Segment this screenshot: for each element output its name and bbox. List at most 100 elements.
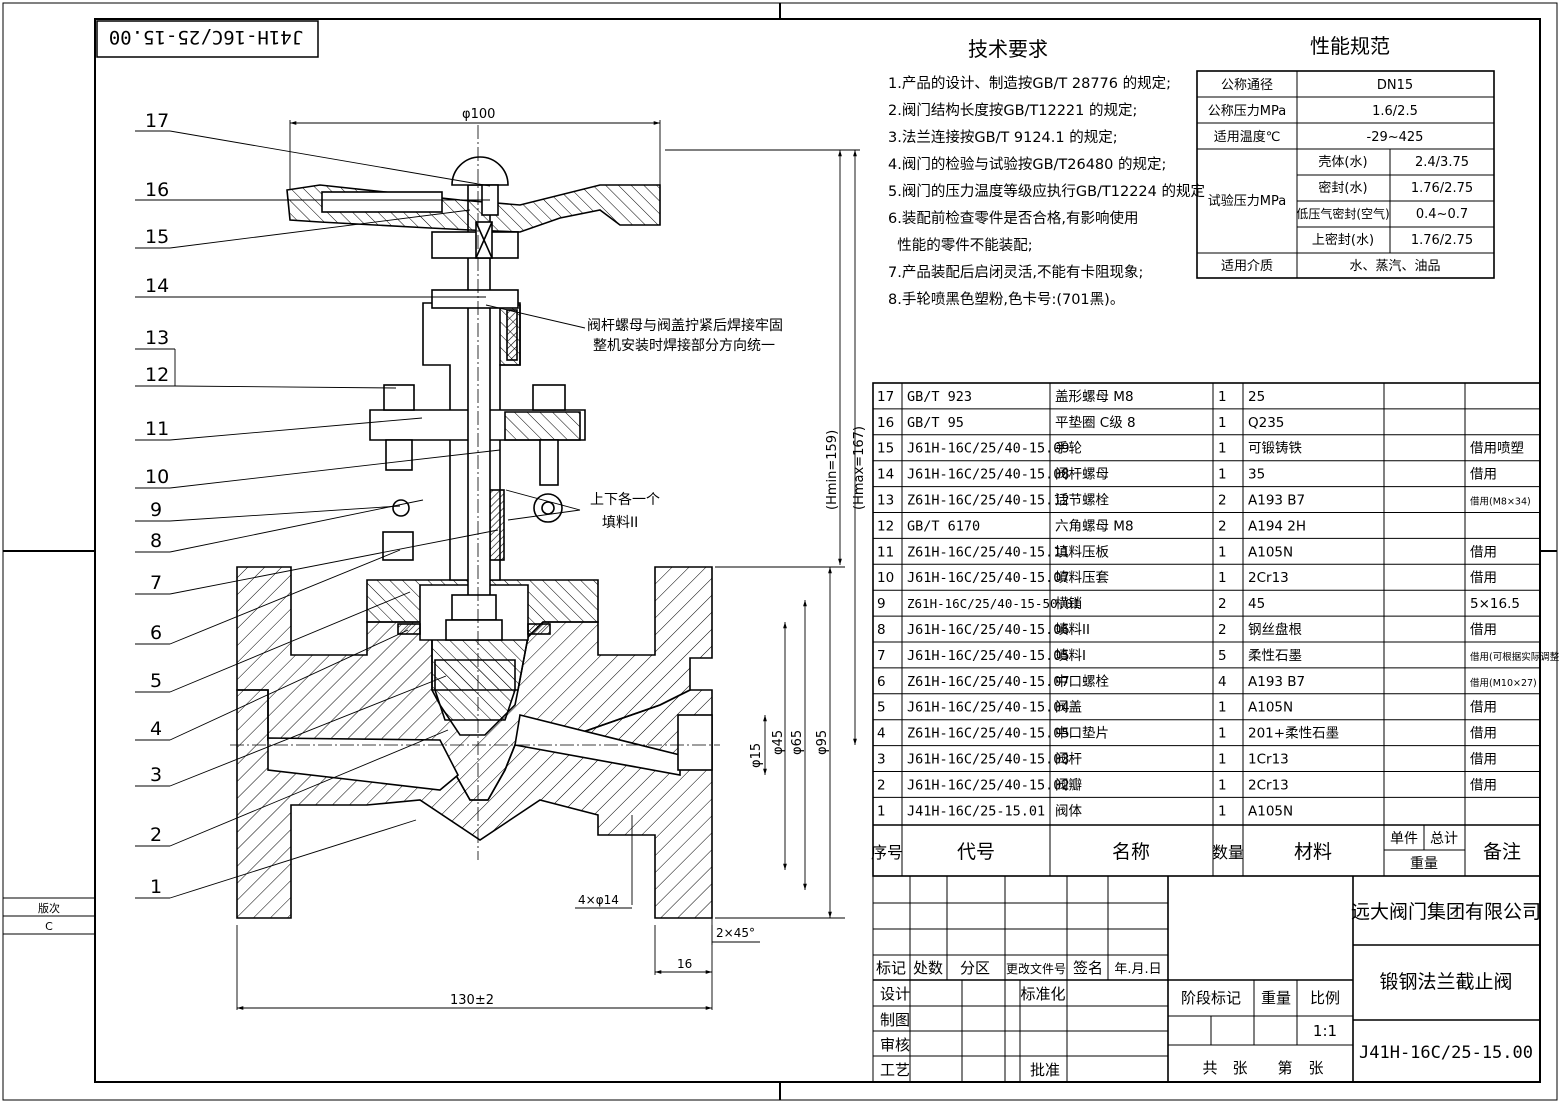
bom-cell-no: 11 bbox=[877, 544, 894, 560]
dim-d15: φ15 bbox=[749, 743, 764, 768]
bom-cell-qty: 1 bbox=[1218, 467, 1227, 483]
bom-cell-qty: 5 bbox=[1218, 648, 1227, 664]
tb-process: 工艺 bbox=[880, 1061, 910, 1079]
tb-sheet-unit2: 张 bbox=[1308, 1059, 1323, 1077]
bom-cell-qty: 1 bbox=[1218, 726, 1227, 742]
callout-5: 5 bbox=[150, 670, 162, 692]
callout-4: 4 bbox=[150, 718, 162, 740]
bom-cell-qty: 1 bbox=[1218, 752, 1227, 768]
bom-cell-note: 借用(M8×34) bbox=[1470, 496, 1531, 508]
perf-pressure-label: 公称压力MPa bbox=[1208, 104, 1286, 119]
bom-cell-name: 阀体 bbox=[1055, 803, 1083, 819]
callout-17: 17 bbox=[145, 110, 169, 132]
bom-cell-name: 阀盖 bbox=[1055, 700, 1082, 716]
callout-3: 3 bbox=[150, 764, 162, 786]
dimension-lines bbox=[236, 120, 860, 1010]
tb-approve: 批准 bbox=[1030, 1061, 1060, 1079]
bom-cell-material: Q235 bbox=[1248, 415, 1284, 431]
bom-cell-note: 借用 bbox=[1470, 752, 1497, 768]
tech-item: 3.法兰连接按GB/T 9124.1 的规定; bbox=[888, 129, 1118, 146]
callout-14: 14 bbox=[145, 275, 169, 297]
perf-size-label: 公称通径 bbox=[1221, 78, 1273, 93]
performance-title: 性能规范 bbox=[1310, 34, 1390, 58]
weld-note-line2: 整机安装时焊接部分方向统一 bbox=[593, 337, 775, 354]
tb-date: 年.月.日 bbox=[1114, 962, 1161, 977]
bom-cell-qty: 1 bbox=[1218, 700, 1227, 716]
bom-cell-name: 活节螺栓 bbox=[1055, 493, 1109, 509]
bom-cell-no: 17 bbox=[877, 389, 894, 405]
perf-test-4-value: 1.76/2.75 bbox=[1411, 233, 1473, 248]
bom-cell-name: 盖形螺母 M8 bbox=[1055, 389, 1134, 405]
tb-total-sheets: 共 bbox=[1202, 1059, 1217, 1077]
bom-cell-no: 14 bbox=[877, 467, 894, 483]
bom-cell-code: J41H-16C/25-15.01 bbox=[907, 803, 1045, 819]
bom-cell-no: 6 bbox=[877, 674, 886, 690]
bom-cell-note: 5×16.5 bbox=[1470, 596, 1520, 612]
bom-cell-material: 201+柔性石墨 bbox=[1248, 726, 1339, 742]
bom-cell-no: 7 bbox=[877, 648, 886, 664]
bom-cell-no: 9 bbox=[877, 596, 886, 612]
bom-cell-no: 8 bbox=[877, 622, 886, 638]
bom-cell-note: 借用(可根据实际调整) bbox=[1470, 651, 1560, 663]
revision-box bbox=[2, 897, 96, 935]
bom-cell-note: 借用 bbox=[1470, 777, 1497, 793]
tech-item: 4.阀门的检验与试验按GB/T26480 的规定; bbox=[888, 156, 1166, 173]
perf-medium-value: 水、蒸汽、油品 bbox=[1349, 259, 1440, 274]
dim-hmin: (Hmin=159) bbox=[825, 430, 840, 510]
callout-9: 9 bbox=[150, 499, 162, 521]
bom-cell-qty: 4 bbox=[1218, 674, 1227, 690]
tb-stage: 阶段标记 bbox=[1181, 989, 1241, 1007]
bom-cell-code: J61H-16C/25/40-15.02 bbox=[907, 777, 1070, 793]
bom-cell-qty: 1 bbox=[1218, 544, 1227, 560]
perf-test-1-value: 2.4/3.75 bbox=[1415, 155, 1469, 170]
bom-cell-code: J61H-16C/25/40-15.06 bbox=[907, 622, 1070, 638]
tb-check: 审核 bbox=[880, 1036, 910, 1054]
bom-cell-note: 借用 bbox=[1470, 544, 1497, 560]
callout-2: 2 bbox=[150, 824, 162, 846]
callout-16: 16 bbox=[145, 179, 169, 201]
bom-cell-qty: 1 bbox=[1218, 570, 1227, 586]
tech-item: 7.产品装配后启闭灵活,不能有卡阻现象; bbox=[888, 264, 1143, 281]
bom-cell-name: 平垫圈 C级 8 bbox=[1055, 415, 1136, 431]
bom-header-code: 代号 bbox=[957, 841, 995, 863]
dim-chamfer: 2×45° bbox=[716, 926, 755, 940]
tech-item: 性能的零件不能装配; bbox=[888, 237, 1033, 254]
bom-cell-code: GB/T 6170 bbox=[907, 518, 980, 534]
tb-sheet-no: 第 bbox=[1277, 1059, 1292, 1077]
bom-cell-code: Z61H-16C/25/40-15-50.01 bbox=[907, 596, 1080, 611]
bom-cell-code: Z61H-16C/25/40-15.07 bbox=[907, 674, 1070, 690]
tb-scale: 比例 bbox=[1310, 989, 1340, 1007]
bom-cell-material: 2Cr13 bbox=[1248, 570, 1289, 586]
bom-header-weight: 重量 bbox=[1410, 856, 1438, 872]
bom-cell-code: GB/T 923 bbox=[907, 389, 972, 405]
bom-cell-name: 阀瓣 bbox=[1055, 777, 1082, 793]
bom-cell-no: 3 bbox=[877, 752, 886, 768]
bom-cell-material: A105N bbox=[1248, 544, 1293, 560]
dim-handwheel: φ100 bbox=[462, 107, 495, 122]
perf-test-3-value: 0.4~0.7 bbox=[1416, 207, 1468, 222]
perf-test-1-label: 壳体(水) bbox=[1318, 155, 1367, 170]
bom-cell-code: J61H-16C/25/40-15.09 bbox=[907, 441, 1070, 457]
callout-1: 1 bbox=[150, 876, 162, 898]
tb-draw: 制图 bbox=[880, 1011, 910, 1029]
bom-cell-name: 填料压套 bbox=[1055, 570, 1109, 586]
bom-header-note: 备注 bbox=[1483, 841, 1521, 863]
bom-cell-note: 借用喷塑 bbox=[1470, 441, 1524, 457]
callout-numbers: 17 16 15 14 13 12 11 10 9 8 7 6 5 4 3 2 … bbox=[145, 110, 169, 898]
bom-cell-material: A193 B7 bbox=[1248, 674, 1305, 690]
tech-item: 2.阀门结构长度按GB/T12221 的规定; bbox=[888, 102, 1137, 119]
bom-cell-qty: 1 bbox=[1218, 803, 1227, 819]
bom-cell-code: GB/T 95 bbox=[907, 415, 964, 431]
bom-header-qty: 数量 bbox=[1212, 843, 1244, 862]
bom-cell-name: 手轮 bbox=[1055, 441, 1082, 457]
bom-header-unit: 单件 bbox=[1390, 831, 1418, 847]
bom-header-no: 序号 bbox=[871, 843, 903, 862]
bom-cell-code: J61H-16C/25/40-15.03 bbox=[907, 752, 1070, 768]
bom-cell-note: 借用 bbox=[1470, 622, 1497, 638]
tb-design: 设计 bbox=[880, 985, 910, 1003]
callout-7: 7 bbox=[150, 572, 162, 594]
bom-cell-name: 填料II bbox=[1055, 622, 1090, 638]
bom-cell-material: 25 bbox=[1248, 389, 1265, 405]
bom-cell-material: A105N bbox=[1248, 700, 1293, 716]
